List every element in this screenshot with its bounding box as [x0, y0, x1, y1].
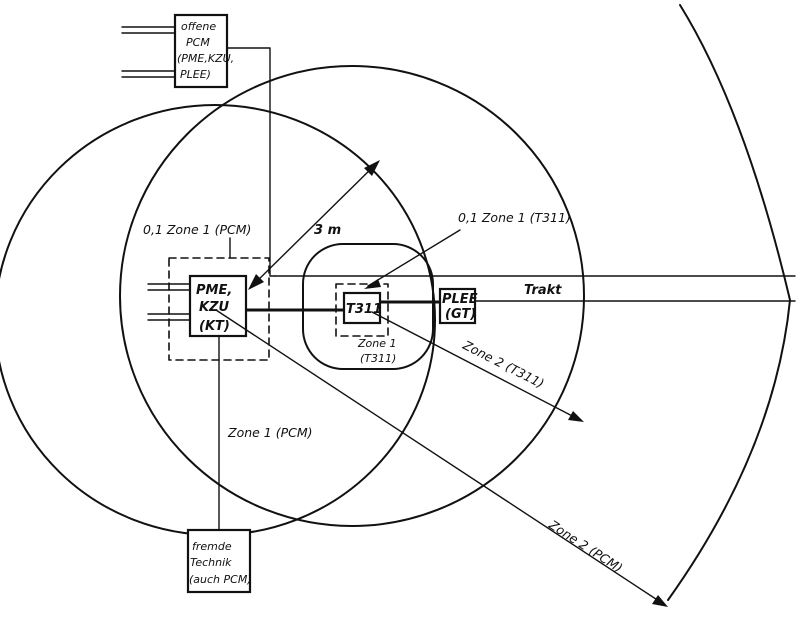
- plee-label-1: PLEE: [442, 292, 478, 307]
- zone2-pcm-arrowhead: [652, 595, 668, 607]
- zone2-t311-arrowhead: [568, 411, 584, 422]
- distance-3m-arrow: [249, 161, 379, 289]
- zone2-pcm-arrow: [215, 309, 666, 606]
- zone1-t311-label-2: (T311): [360, 352, 396, 365]
- zone1-t311-region: [302, 243, 434, 370]
- distance-arrowhead-top: [364, 160, 380, 176]
- zone2-t311-arrow: [371, 311, 581, 421]
- offene-pcm-label-2: PCM: [186, 36, 210, 49]
- plee-gt-box: [438, 287, 477, 325]
- t311-box: [342, 291, 382, 325]
- zone01-t311-pointer: [367, 229, 461, 287]
- fremde-label-3: (auch PCM): [189, 573, 252, 586]
- offene-pcm-label-4: PLEE): [180, 68, 211, 81]
- fremde-label-1: fremde: [192, 540, 232, 553]
- fremde-label-2: Technik: [190, 556, 232, 569]
- zone01-t311-label: 0,1 Zone 1 (T311): [458, 210, 571, 225]
- zone01-pcm-label: 0,1 Zone 1 (PCM): [143, 222, 251, 237]
- distance-label: 3 m: [314, 223, 341, 238]
- pme-kzu-box: [188, 274, 248, 338]
- pme-label-1: PME,: [196, 283, 232, 298]
- offene-pcm-label-1: offene: [181, 20, 216, 33]
- offene-pcm-box: [173, 13, 229, 89]
- zone2-pcm-arc: [667, 4, 791, 601]
- zone2-pcm-label: Zone 2 (PCM): [546, 516, 626, 575]
- offene-pcm-label-3: (PME,KZU,: [177, 52, 234, 65]
- pme-label-3: (KT): [199, 319, 230, 334]
- trakt-label: Trakt: [524, 283, 562, 298]
- plee-label-2: (GT): [445, 307, 476, 322]
- t311-label: T311: [346, 302, 382, 317]
- zone1-pcm-label: Zone 1 (PCM): [227, 425, 313, 440]
- pme-label-2: KZU: [199, 300, 230, 315]
- distance-arrowhead-bottom: [248, 274, 264, 290]
- fremde-technik-box: [186, 528, 252, 594]
- zone1-t311-label-1: Zone 1: [357, 337, 397, 350]
- offene-pcm-connector: [226, 47, 276, 277]
- zone2-t311-circle: [119, 65, 585, 527]
- zone01-t311-pointer-head: [364, 279, 381, 289]
